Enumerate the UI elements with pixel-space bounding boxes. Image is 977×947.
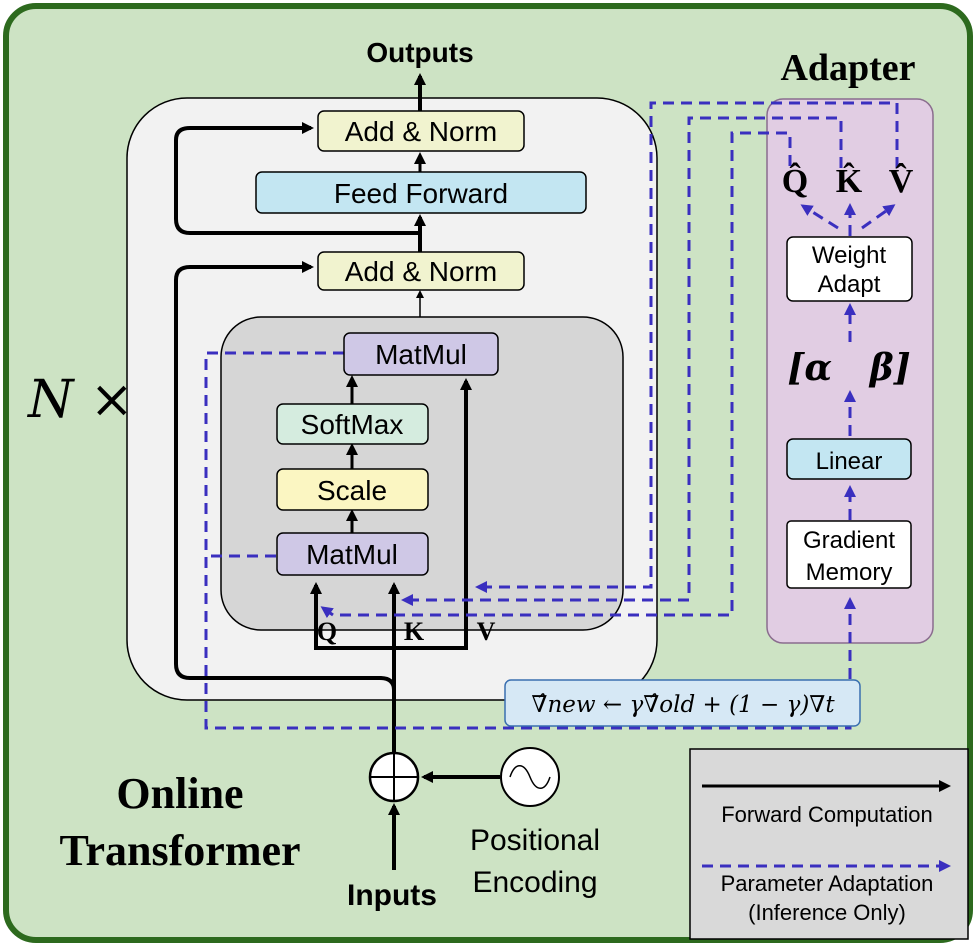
v-hat-label: V̂ bbox=[889, 162, 914, 200]
alpha-beta-label: [α β] bbox=[787, 347, 910, 389]
gradient-memory-box: Gradient Memory bbox=[786, 520, 912, 589]
feed-forward-box: Feed Forward bbox=[255, 171, 587, 214]
add-norm-bottom-label: Add & Norm bbox=[345, 256, 498, 287]
add-norm-bottom-box: Add & Norm bbox=[317, 251, 525, 291]
positional-encoding-icon bbox=[500, 747, 560, 807]
equation-text: ∇̂new ← γ∇̂old + (1 − γ)∇t bbox=[531, 692, 835, 718]
scale-box: Scale bbox=[276, 468, 429, 511]
inputs-label: Inputs bbox=[347, 879, 437, 912]
linear-label: Linear bbox=[816, 448, 883, 475]
add-operator bbox=[368, 751, 420, 803]
weight-adapt-box: Weight Adapt bbox=[786, 236, 913, 302]
adaptation-arrows bbox=[204, 101, 899, 730]
outputs-label: Outputs bbox=[366, 37, 473, 68]
k-hat-label: K̂ bbox=[836, 162, 863, 200]
matmul-top-label: MatMul bbox=[375, 339, 467, 370]
q-hat-label: Q̂ bbox=[782, 161, 808, 200]
matmul-bottom-box: MatMul bbox=[276, 532, 429, 576]
online-label: Online bbox=[116, 769, 243, 818]
gradient-memory-line1: Gradient bbox=[803, 527, 895, 554]
weight-adapt-line2: Adapt bbox=[818, 271, 881, 298]
legend: Forward Computation Parameter Adaptation… bbox=[689, 748, 969, 940]
legend-forward-label: Forward Computation bbox=[721, 802, 933, 827]
q-label: Q bbox=[317, 617, 337, 646]
positional-label-line1: Positional bbox=[470, 824, 600, 857]
k-label: K bbox=[404, 617, 425, 646]
legend-adaptation-line2: (Inference Only) bbox=[748, 900, 906, 925]
add-norm-top-box: Add & Norm bbox=[317, 110, 525, 152]
v-label: V bbox=[477, 617, 496, 646]
softmax-label: SoftMax bbox=[301, 409, 404, 440]
transformer-label: Transformer bbox=[59, 826, 300, 875]
softmax-box: SoftMax bbox=[276, 403, 429, 445]
n-times-label: N × bbox=[26, 370, 134, 430]
matmul-bottom-label: MatMul bbox=[306, 539, 398, 570]
adapter-title: Adapter bbox=[780, 47, 915, 89]
linear-box: Linear bbox=[786, 438, 912, 480]
feed-forward-label: Feed Forward bbox=[334, 178, 508, 209]
add-norm-top-label: Add & Norm bbox=[345, 116, 498, 147]
scale-label: Scale bbox=[317, 475, 387, 506]
weight-adapt-line1: Weight bbox=[812, 242, 887, 269]
gradient-memory-line2: Memory bbox=[806, 559, 893, 586]
matmul-top-box: MatMul bbox=[343, 332, 499, 376]
forward-arrows bbox=[174, 73, 500, 870]
positional-label-line2: Encoding bbox=[472, 866, 597, 899]
equation-box: ∇̂new ← γ∇̂old + (1 − γ)∇t bbox=[504, 679, 861, 727]
legend-adaptation-line1: Parameter Adaptation bbox=[721, 871, 934, 896]
